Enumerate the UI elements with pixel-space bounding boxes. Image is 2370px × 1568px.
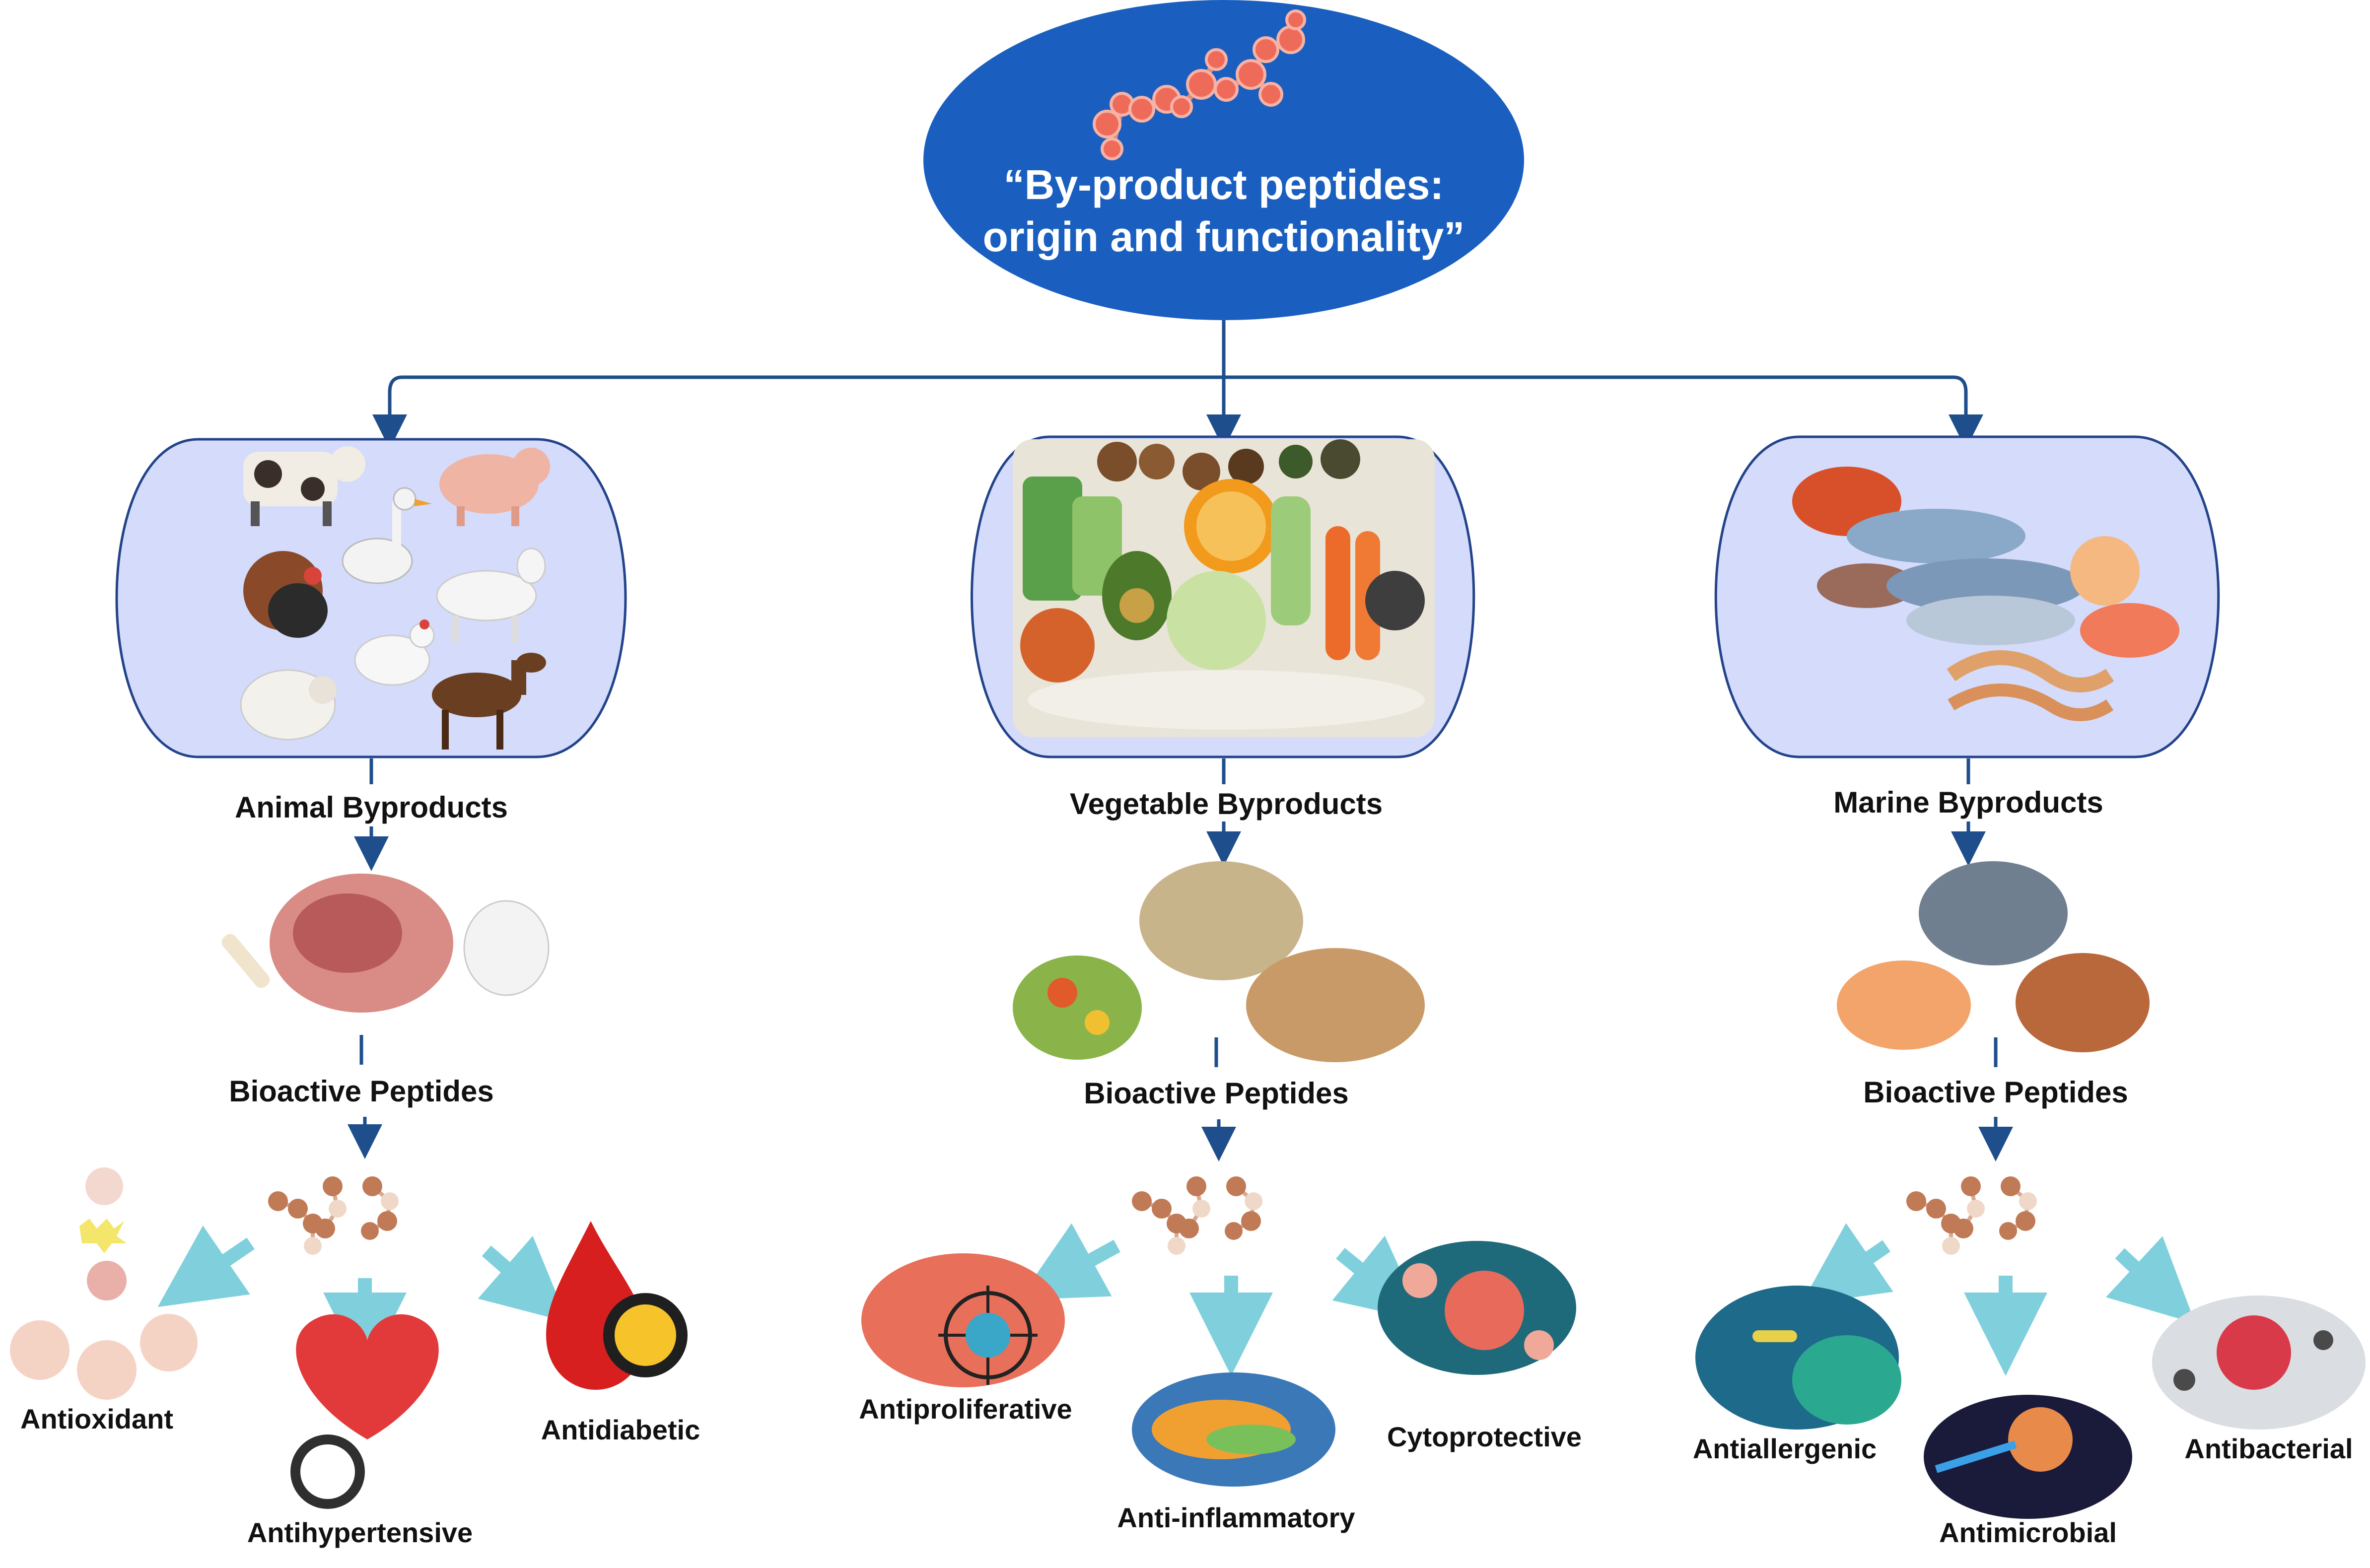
antioxidant-label: Antioxidant bbox=[20, 1403, 173, 1434]
cytoprotective-label: Cytoprotective bbox=[1387, 1421, 1582, 1452]
animal-panel bbox=[115, 438, 627, 758]
turkey-icon bbox=[243, 551, 328, 638]
diagram-title: “By-product peptides: origin and functio… bbox=[923, 159, 1524, 263]
vegetable-byproducts-image bbox=[1013, 861, 1425, 1062]
antihypertensive-label: Antihypertensive bbox=[247, 1517, 473, 1548]
marine-panel bbox=[1714, 435, 2220, 758]
antiproliferative-label: Antiproliferative bbox=[859, 1393, 1072, 1425]
blood-drop-icon bbox=[546, 1221, 688, 1390]
animal-peptide-cluster bbox=[268, 1176, 399, 1255]
marine-byproducts-image bbox=[1837, 861, 2150, 1052]
antiallergenic-label: Antiallergenic bbox=[1692, 1433, 1877, 1464]
antioxidant-image bbox=[10, 1167, 198, 1400]
vegetable-function-arrows bbox=[1018, 1223, 1423, 1376]
goose-icon bbox=[342, 487, 432, 584]
antibacterial-image bbox=[2152, 1295, 2366, 1430]
antimicrobial-label: Antimicrobial bbox=[1939, 1517, 2117, 1548]
cow-icon bbox=[243, 446, 365, 526]
cytoprotective-image bbox=[1378, 1241, 1576, 1375]
goat-icon bbox=[436, 547, 546, 643]
title-line-2: origin and functionality” bbox=[982, 213, 1465, 260]
sheep-icon bbox=[240, 669, 337, 741]
antidiabetic-label: Antidiabetic bbox=[541, 1414, 700, 1445]
marine-peptides-label: Bioactive Peptides bbox=[1863, 1076, 2128, 1109]
marine-function-arrows bbox=[1801, 1223, 2196, 1376]
anti-inflammatory-image bbox=[1132, 1372, 1335, 1487]
chicken-icon bbox=[354, 619, 435, 686]
animal-byproducts-label: Animal Byproducts bbox=[234, 791, 508, 824]
antiallergenic-image bbox=[1695, 1286, 1901, 1430]
animal-peptides-label: Bioactive Peptides bbox=[229, 1075, 494, 1108]
vegetable-peptide-cluster bbox=[1132, 1176, 1262, 1255]
vegetable-panel bbox=[971, 435, 1475, 758]
branch-arrow-animal bbox=[372, 375, 1224, 449]
vegetables-icon bbox=[1020, 439, 1425, 730]
vegetable-peptides-label: Bioactive Peptides bbox=[1084, 1077, 1349, 1110]
marine-peptide-cluster bbox=[1906, 1176, 2037, 1255]
animal-function-arrows bbox=[157, 1226, 568, 1376]
anti-inflammatory-label: Anti-inflammatory bbox=[1117, 1502, 1355, 1533]
marine-byproducts-label: Marine Byproducts bbox=[1833, 786, 2103, 819]
vegetable-byproducts-label: Vegetable Byproducts bbox=[1069, 787, 1383, 820]
animal-byproducts-image bbox=[221, 874, 550, 1013]
seafood-icon bbox=[1792, 467, 2179, 721]
antibacterial-label: Antibacterial bbox=[2184, 1433, 2353, 1464]
antimicrobial-image bbox=[1924, 1395, 2132, 1519]
branch-arrow-marine bbox=[1224, 375, 1983, 449]
antiproliferative-image bbox=[861, 1253, 1065, 1387]
horse-icon bbox=[432, 653, 546, 750]
pig-icon bbox=[439, 448, 550, 526]
heart-icon bbox=[290, 1314, 439, 1509]
title-line-1: “By-product peptides: bbox=[1003, 161, 1444, 208]
